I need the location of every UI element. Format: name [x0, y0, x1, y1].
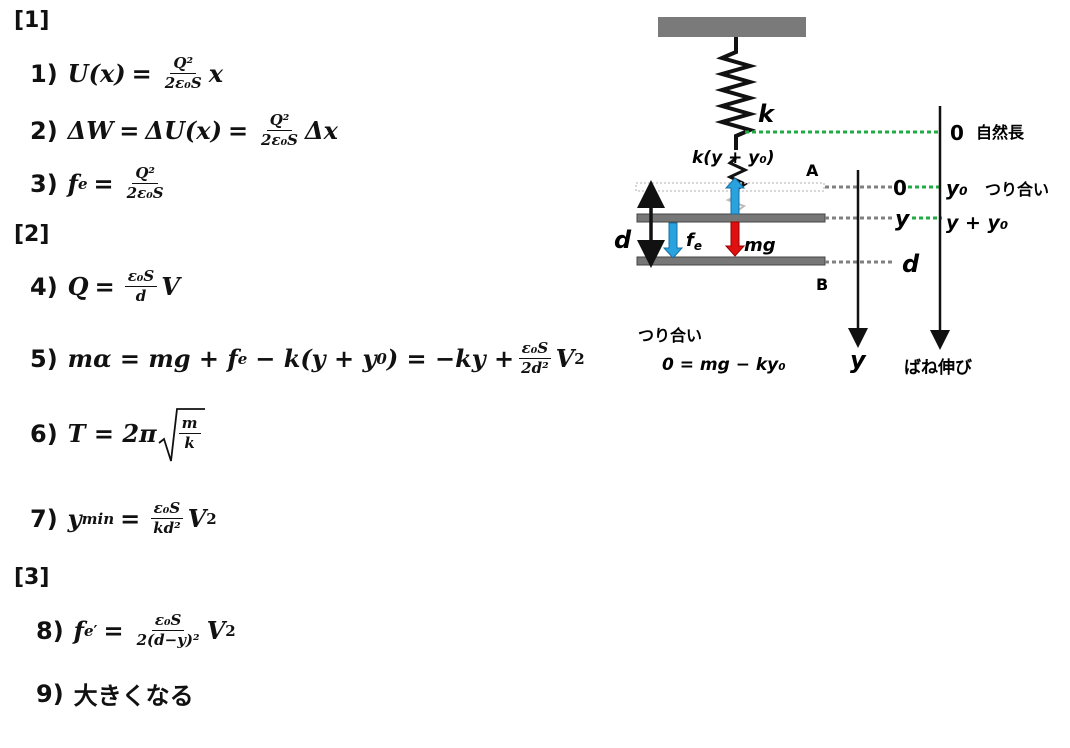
plate-b — [636, 256, 826, 266]
spring-force-label: k(y + y₀) — [692, 148, 775, 168]
spring-force-arrow — [724, 177, 746, 215]
y-axis-zero-label: 0 — [893, 176, 907, 200]
balance-title: つり合い — [638, 326, 702, 345]
electric-force-arrow — [662, 222, 684, 259]
y-axis-y-label: y — [895, 207, 911, 232]
extension-y-plus-y0-label: y + y₀ — [946, 212, 1008, 234]
equilibrium-text: つり合い — [985, 180, 1049, 199]
section-1-header: [1] — [14, 8, 50, 33]
extension-axis-name: ばね伸び — [904, 357, 972, 378]
natural-length-text: 自然長 — [976, 123, 1025, 142]
y-axis-d-label: d — [902, 250, 920, 278]
section-3-header: [3] — [14, 565, 50, 590]
plate-b-label: B — [816, 275, 828, 294]
y-axis-name: y — [850, 346, 867, 374]
fe-label: fe — [686, 230, 702, 253]
balance-equation: 0 = mg − ky₀ — [662, 355, 786, 375]
answer-9: 9) 大きくなる — [36, 679, 194, 711]
sqrt-symbol-icon — [158, 408, 205, 462]
mg-label: mg — [744, 235, 776, 256]
ceiling — [658, 17, 806, 37]
plate-a — [636, 213, 826, 223]
extension-zero-label: 0 — [950, 121, 964, 145]
spring-constant-label: k — [758, 100, 776, 128]
plate-a-label: A — [806, 161, 819, 180]
gravity-arrow — [724, 221, 746, 257]
d-left-label: d — [614, 226, 632, 254]
spring-solid — [714, 37, 758, 150]
extension-y0-label: y₀ — [946, 176, 968, 200]
section-2-header: [2] — [14, 222, 50, 247]
